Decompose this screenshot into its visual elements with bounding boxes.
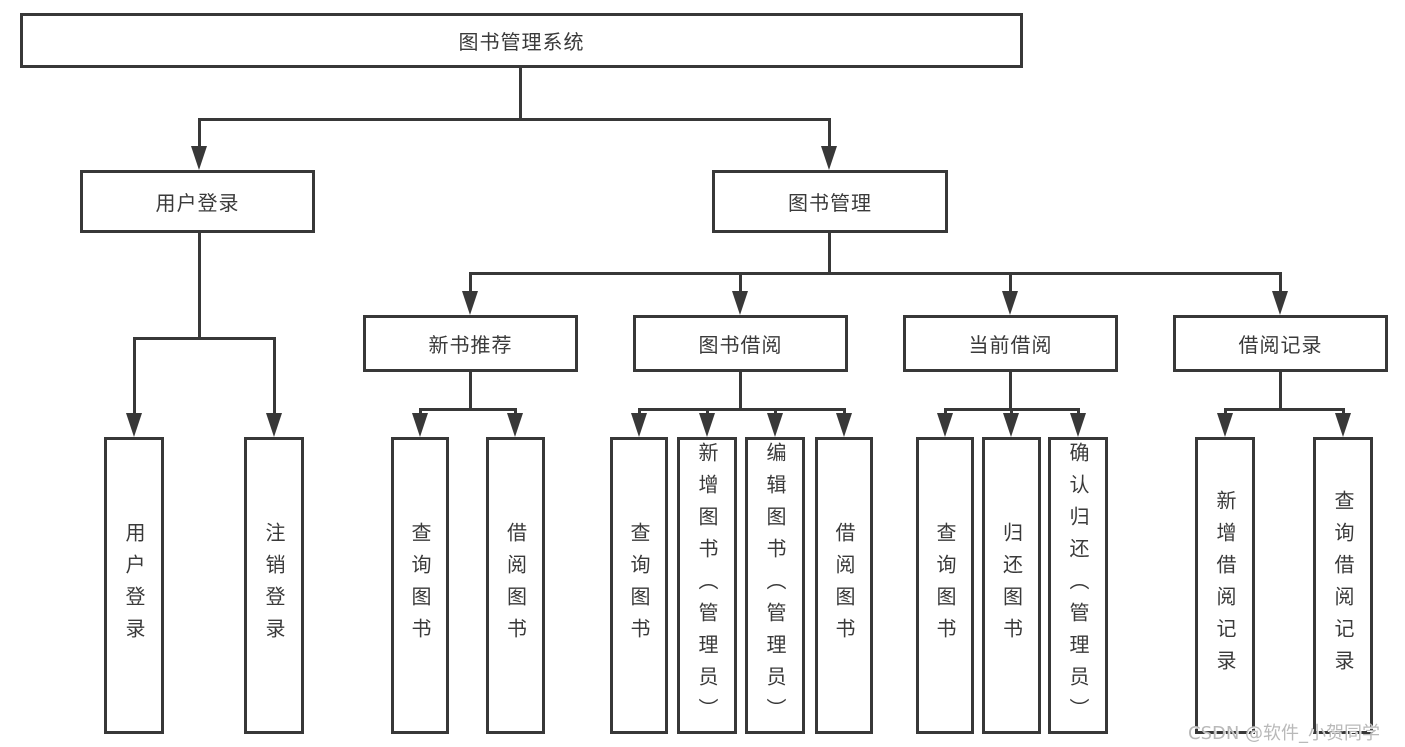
node-user-login-label: 用户登录 (155, 191, 240, 215)
node-user-login: 用户登录 (80, 170, 315, 233)
connector-level3-stem-4 (1279, 272, 1282, 294)
node-borrow-record-label: 借阅记录 (1238, 333, 1323, 357)
connector-bookborrow-drop (739, 372, 742, 411)
leaf-query-books-current: 查询图书 (916, 437, 974, 734)
node-borrow-record: 借阅记录 (1173, 315, 1388, 372)
leaf-confirm-return-admin: 确认归还（管理员） (1048, 437, 1108, 734)
leaf-add-book-admin-label: 新增图书（管理员） (695, 441, 719, 730)
connector-leaf-stem (774, 408, 777, 417)
leaf-borrow-books-newbook-label: 借阅图书 (503, 521, 528, 650)
connector-bookborrow-rail (638, 408, 846, 411)
connector-leaf-stem (706, 408, 709, 417)
leaf-query-books-current-label: 查询图书 (933, 521, 957, 650)
leaf-query-books-newbook-label: 查询图书 (408, 521, 432, 650)
arrowhead-leaf-user-login (126, 413, 142, 437)
arrowhead-leaf-borrow-books-borrow (836, 413, 852, 437)
leaf-query-books-borrow-label: 查询图书 (627, 521, 651, 650)
node-current-borrow: 当前借阅 (903, 315, 1118, 372)
leaf-logout: 注销登录 (244, 437, 304, 734)
connector-leaf-stem (419, 408, 422, 417)
leaf-user-login-label: 用户登录 (122, 521, 146, 650)
node-book-management: 图书管理 (712, 170, 948, 233)
connector-level3-stem-2 (739, 272, 742, 294)
connector-userlogin-stem-2 (273, 337, 276, 416)
leaf-query-borrow-record: 查询借阅记录 (1313, 437, 1373, 734)
leaf-query-books-newbook: 查询图书 (391, 437, 449, 734)
connector-leaf-stem (843, 408, 846, 417)
leaf-edit-book-admin: 编辑图书（管理员） (745, 437, 805, 734)
connector-level2-rail (198, 118, 831, 121)
leaf-add-book-admin: 新增图书（管理员） (677, 437, 737, 734)
leaf-query-books-borrow: 查询图书 (610, 437, 668, 734)
node-root: 图书管理系统 (20, 13, 1023, 68)
connector-userlogin-stem-1 (133, 337, 136, 416)
leaf-confirm-return-admin-label: 确认归还（管理员） (1066, 441, 1090, 730)
connector-borrowrecord-rail (1224, 408, 1345, 411)
arrowhead-leaf-borrow-books-newbook (507, 413, 523, 437)
connector-leaf-stem (1342, 408, 1345, 417)
connector-leaf-stem (638, 408, 641, 417)
arrowhead-leaf-query-books-borrow (631, 413, 647, 437)
node-book-borrow: 图书借阅 (633, 315, 848, 372)
leaf-user-login: 用户登录 (104, 437, 164, 734)
leaf-query-borrow-record-label: 查询借阅记录 (1331, 489, 1355, 682)
arrowhead-current-borrow (1002, 291, 1018, 315)
arrowhead-leaf-query-borrow-record (1335, 413, 1351, 437)
connector-level3-stem-3 (1009, 272, 1012, 294)
arrowhead-book-borrow (732, 291, 748, 315)
connector-leaf-stem (1010, 408, 1013, 417)
node-new-book-recommend: 新书推荐 (363, 315, 578, 372)
node-root-label: 图书管理系统 (458, 30, 585, 54)
arrowhead-leaf-confirm-return-admin (1070, 413, 1086, 437)
leaf-add-borrow-record-label: 新增借阅记录 (1213, 489, 1237, 682)
leaf-borrow-books-newbook: 借阅图书 (486, 437, 545, 734)
node-book-management-label: 图书管理 (788, 191, 872, 215)
connector-level3-rail (469, 272, 1282, 275)
arrowhead-book-management (821, 146, 837, 170)
connector-leaf-stem (514, 408, 517, 417)
connector-level3-stem-1 (469, 272, 472, 294)
arrowhead-leaf-add-borrow-record (1217, 413, 1233, 437)
arrowhead-leaf-edit-book-admin (767, 413, 783, 437)
arrowhead-leaf-logout (266, 413, 282, 437)
connector-root-drop (519, 68, 522, 118)
connector-level2-stem-left (198, 118, 201, 149)
connector-userlogin-rail (133, 337, 276, 340)
node-new-book-recommend-label: 新书推荐 (428, 333, 513, 357)
arrowhead-leaf-return-books (1003, 413, 1019, 437)
leaf-logout-label: 注销登录 (262, 521, 286, 650)
arrowhead-borrow-record (1272, 291, 1288, 315)
csdn-watermark: CSDN @软件_小贺同学 (1188, 723, 1381, 744)
leaf-borrow-books-borrow: 借阅图书 (815, 437, 873, 734)
connector-borrowrecord-drop (1279, 372, 1282, 411)
arrowhead-leaf-query-books-newbook (412, 413, 428, 437)
connector-userlogin-drop (198, 233, 201, 339)
arrowhead-leaf-query-books-current (937, 413, 953, 437)
connector-leaf-stem (944, 408, 947, 417)
leaf-return-books: 归还图书 (982, 437, 1041, 734)
connector-currentborrow-drop (1009, 372, 1012, 411)
arrowhead-user-login (191, 146, 207, 170)
leaf-add-borrow-record: 新增借阅记录 (1195, 437, 1255, 734)
connector-level2-stem-right (828, 118, 831, 149)
leaf-borrow-books-borrow-label: 借阅图书 (832, 521, 856, 650)
arrowhead-leaf-add-book-admin (699, 413, 715, 437)
connector-bookmgmt-drop (828, 233, 831, 274)
node-book-borrow-label: 图书借阅 (698, 333, 783, 357)
node-current-borrow-label: 当前借阅 (968, 333, 1053, 357)
connector-leaf-stem (1077, 408, 1080, 417)
leaf-edit-book-admin-label: 编辑图书（管理员） (763, 441, 787, 730)
connector-newbook-drop (469, 372, 472, 411)
arrowhead-new-book-recommend (462, 291, 478, 315)
connector-leaf-stem (1224, 408, 1227, 417)
connector-newbook-rail (419, 408, 517, 411)
leaf-return-books-label: 归还图书 (999, 521, 1024, 650)
